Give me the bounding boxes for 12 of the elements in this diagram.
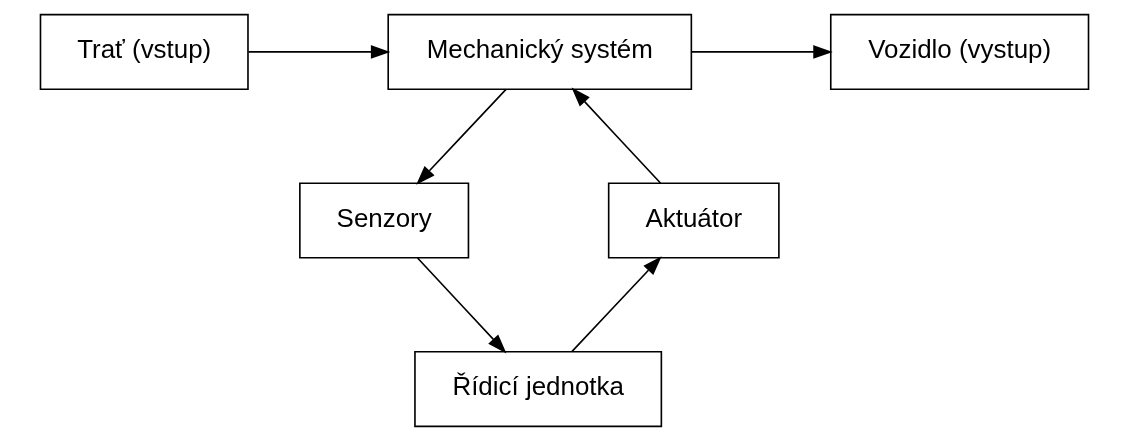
- node-box: Vozidlo (vystup): [829, 13, 1089, 90]
- node-box: Senzory: [298, 182, 469, 259]
- node-box: Trať (vstup): [39, 13, 249, 90]
- arrow: [415, 88, 507, 185]
- node-box: Řídicí jednotka: [413, 351, 662, 428]
- arrow: [247, 45, 390, 59]
- arrow: [416, 257, 506, 354]
- arrow: [571, 87, 661, 184]
- arrow: [690, 45, 833, 59]
- arrow: [570, 256, 662, 353]
- node-box: Aktuátor: [607, 182, 780, 259]
- node-box: Mechanický systém: [386, 13, 692, 90]
